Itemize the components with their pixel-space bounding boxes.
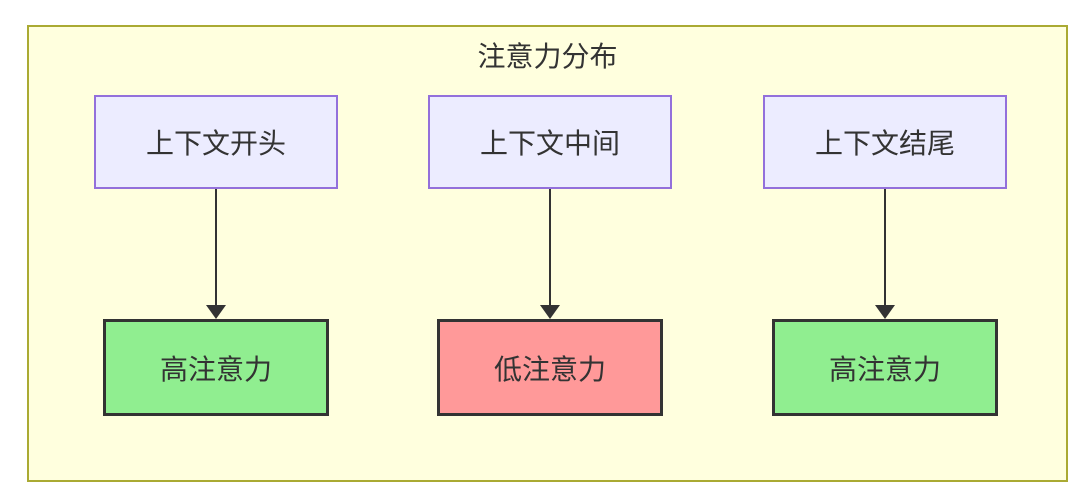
diagram-title: 注意力分布 <box>477 41 618 72</box>
node-context-start: 上下文开头 <box>94 95 338 189</box>
arrow-down-icon <box>540 189 560 319</box>
node-high-attention-end: 高注意力 <box>772 319 998 416</box>
arrowhead-icon <box>206 305 226 319</box>
arrowhead-icon <box>540 305 560 319</box>
node-high-attention-start: 高注意力 <box>103 319 329 416</box>
node-low-attention-middle: 低注意力 <box>437 319 663 416</box>
arrow-down-icon <box>206 189 226 319</box>
node-context-end: 上下文结尾 <box>763 95 1007 189</box>
node-context-middle: 上下文中间 <box>428 95 672 189</box>
arrowhead-icon <box>875 305 895 319</box>
arrow-shaft <box>884 189 886 306</box>
arrow-shaft <box>549 189 551 306</box>
attention-distribution-group: 注意力分布 上下文开头 上下文中间 上下文结尾 高注意力 低注意力 高注意力 <box>27 25 1068 482</box>
arrow-shaft <box>215 189 217 306</box>
arrow-down-icon <box>875 189 895 319</box>
